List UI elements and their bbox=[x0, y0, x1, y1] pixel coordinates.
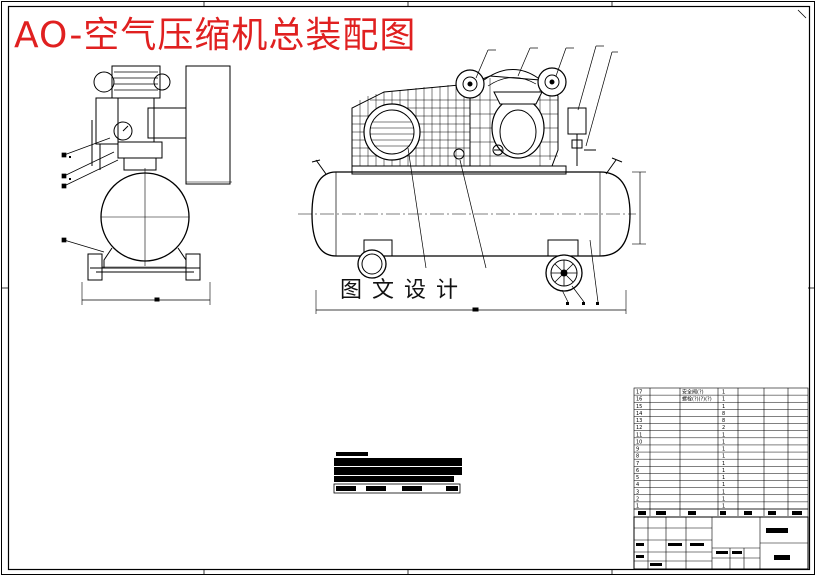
parts-list-cell-no: 15 bbox=[636, 404, 642, 410]
parts-list-cell-no: 12 bbox=[636, 425, 642, 431]
technical-requirements bbox=[333, 452, 462, 494]
parts-list-cell-qty: 1 bbox=[722, 439, 725, 445]
parts-list-cell-no: 2 bbox=[636, 496, 639, 502]
parts-list-cell-name: 螺栓(?)(?)(?) bbox=[682, 396, 712, 403]
parts-list-cell-no: 10 bbox=[636, 439, 642, 445]
parts-list-cell-no: 16 bbox=[636, 397, 642, 403]
parts-list-cell-qty: 1 bbox=[722, 475, 725, 481]
watermark-text: 图文设计 bbox=[340, 278, 469, 303]
parts-list-cell-qty: 1 bbox=[722, 504, 725, 510]
parts-list-cell-no: 13 bbox=[636, 418, 642, 424]
side-view bbox=[61, 65, 232, 305]
parts-list-cell-qty: 1 bbox=[722, 432, 725, 438]
parts-list-cell-no: 17 bbox=[636, 390, 642, 396]
parts-list-cell-qty: 8 bbox=[722, 411, 725, 417]
parts-list-cell-no: 7 bbox=[636, 461, 639, 467]
parts-list-cell-qty: 1 bbox=[722, 489, 725, 495]
parts-list-cell-qty: 2 bbox=[722, 425, 725, 431]
parts-list-cell-no: 8 bbox=[636, 454, 639, 460]
leader-tick-marks bbox=[69, 156, 71, 180]
parts-list-cell-no: 11 bbox=[636, 432, 642, 438]
parts-list-cell-qty: 1 bbox=[722, 461, 725, 467]
parts-list-cell-no: 14 bbox=[636, 411, 642, 417]
title-block bbox=[633, 508, 809, 570]
parts-list-cell-qty: 1 bbox=[722, 404, 725, 410]
parts-list-cell-no: 4 bbox=[636, 482, 639, 488]
parts-list-cell-no: 5 bbox=[636, 475, 639, 481]
parts-list-cell-qty: 1 bbox=[722, 390, 725, 396]
parts-list-cell-no: 9 bbox=[636, 447, 639, 453]
parts-list-cell-name: 安全阀(?) bbox=[682, 389, 704, 396]
parts-list-cell-qty: 1 bbox=[722, 397, 725, 403]
parts-list-cell-qty: 1 bbox=[722, 454, 725, 460]
title-block-fills bbox=[636, 511, 802, 566]
drawing-title: AO-空气压缩机总装配图 bbox=[14, 15, 417, 56]
parts-list-cell-no: 1 bbox=[636, 504, 639, 510]
parts-list-cell-no: 3 bbox=[636, 489, 639, 495]
parts-list-cell-qty: 1 bbox=[722, 447, 725, 453]
parts-list-cell-qty: 1 bbox=[722, 482, 725, 488]
parts-list-cell-no: 6 bbox=[636, 468, 639, 474]
front-view bbox=[298, 45, 646, 314]
parts-list-cell-qty: 1 bbox=[722, 496, 725, 502]
parts-list-cell-qty: 1 bbox=[722, 468, 725, 474]
parts-list-cell-qty: 8 bbox=[722, 418, 725, 424]
